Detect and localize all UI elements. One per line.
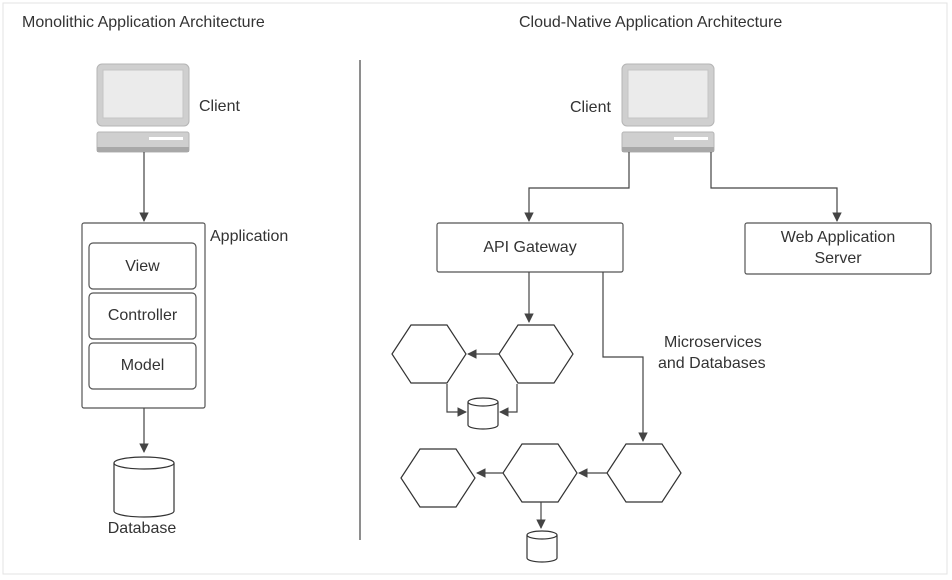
web-server-label-line2: Server (814, 250, 862, 267)
model-label: Model (121, 357, 165, 374)
microservices-label-line1: Microservices (664, 334, 762, 351)
monolith-title: Monolithic Application Architecture (22, 14, 265, 31)
web-server-box (744, 222, 932, 275)
cloud-client-computer-icon (621, 63, 715, 153)
monolith-database-icon (113, 456, 175, 518)
application-label: Application (210, 228, 288, 245)
lower-database-icon (526, 530, 558, 563)
cloud-native-title: Cloud-Native Application Architecture (519, 14, 782, 31)
web-server-label-line1: Web Application (781, 229, 895, 246)
edge-client-to-web-server (710, 152, 842, 222)
monolith-client-label: Client (199, 98, 240, 115)
api-gateway-box (436, 222, 624, 273)
controller-box (88, 292, 197, 340)
edge-gateway-to-service-e (602, 272, 648, 442)
edge-service-a-to-db (446, 384, 467, 417)
controller-label: Controller (108, 307, 178, 324)
cloud-client-label: Client (570, 99, 611, 116)
api-gateway-label: API Gateway (483, 239, 576, 256)
edge-client-to-api-gateway (524, 152, 630, 222)
microservice-b-hexagon (498, 324, 574, 384)
view-box (88, 242, 197, 290)
microservice-a-hexagon (391, 324, 467, 384)
edge-service-b-to-db (499, 384, 518, 417)
upper-database-icon (467, 397, 499, 430)
microservices-label-line2: and Databases (658, 355, 766, 372)
microservice-d-hexagon (502, 443, 578, 503)
monolith-client-computer-icon (96, 63, 190, 153)
microservice-c-hexagon (400, 448, 476, 508)
microservice-e-hexagon (606, 443, 682, 503)
database-label: Database (108, 520, 177, 537)
model-box (88, 342, 197, 390)
view-label: View (125, 258, 160, 275)
